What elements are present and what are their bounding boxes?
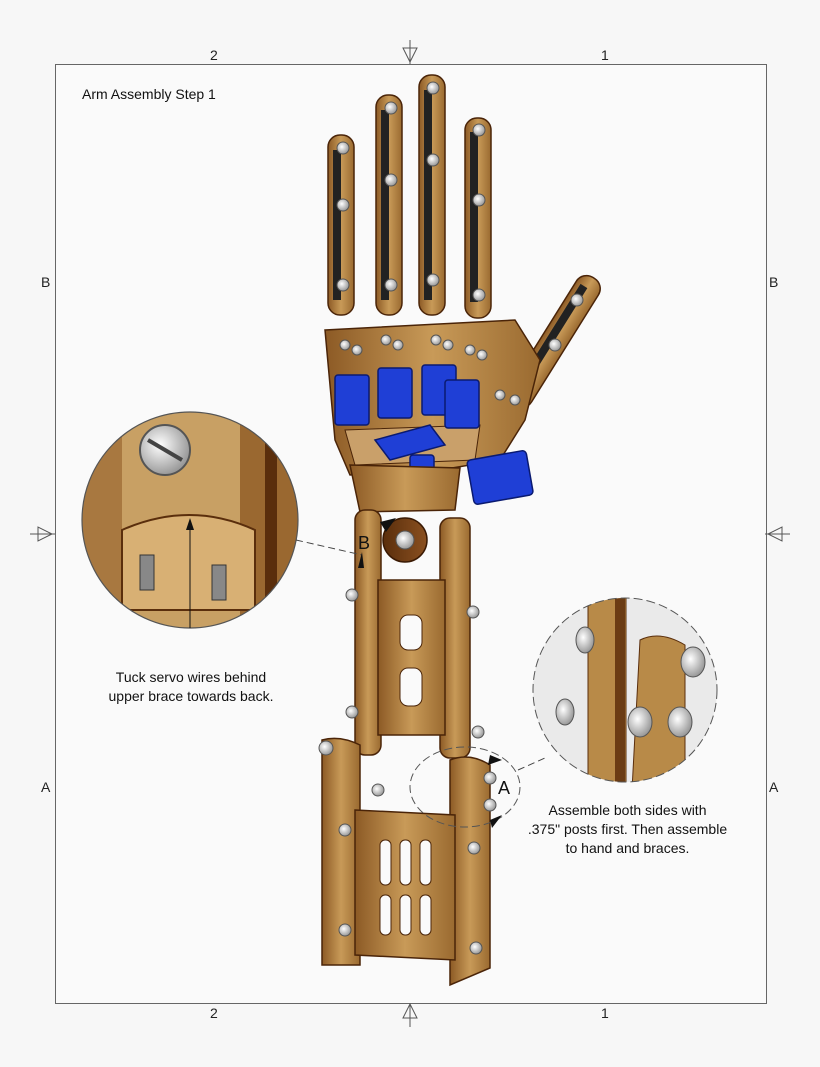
zone-label-left-b: B — [41, 274, 51, 290]
servos — [334, 364, 534, 505]
detail-a-marker-label: A — [498, 778, 511, 798]
detail-b-marker — [358, 518, 396, 568]
zone-label-left-a: A — [41, 779, 51, 795]
detail-b-note-line-1: Tuck servo wires behind — [115, 669, 267, 685]
detail-a-view — [409, 597, 718, 828]
detail-b-marker-label: B — [358, 533, 371, 553]
lower-forearm — [321, 737, 491, 987]
detail-b-note-line-2: upper brace towards back. — [108, 688, 274, 704]
detail-b-view — [81, 411, 363, 629]
centering-arrows — [30, 40, 790, 1027]
finger-bolts — [336, 81, 584, 352]
detail-a-note: Assemble both sides with .375" posts fir… — [505, 801, 750, 858]
detail-a-note-line-3: to hand and braces. — [565, 840, 690, 856]
drawing-title: Arm Assembly Step 1 — [82, 86, 216, 102]
wrist — [349, 464, 461, 563]
detail-a-note-line-1: Assemble both sides with — [548, 802, 707, 818]
zone-label-top-1: 1 — [601, 47, 609, 63]
zone-label-bottom-1: 1 — [601, 1005, 609, 1021]
detail-b-note: Tuck servo wires behind upper brace towa… — [86, 668, 296, 706]
detail-a-note-line-2: .375" posts first. Then assemble — [527, 821, 728, 837]
zone-label-top-2: 2 — [210, 47, 218, 63]
forearm-bolts — [318, 588, 497, 955]
zone-label-bottom-2: 2 — [210, 1005, 218, 1021]
zone-label-right-a: A — [769, 779, 779, 795]
palm-bolts — [339, 334, 521, 406]
zone-label-right-b: B — [769, 274, 779, 290]
